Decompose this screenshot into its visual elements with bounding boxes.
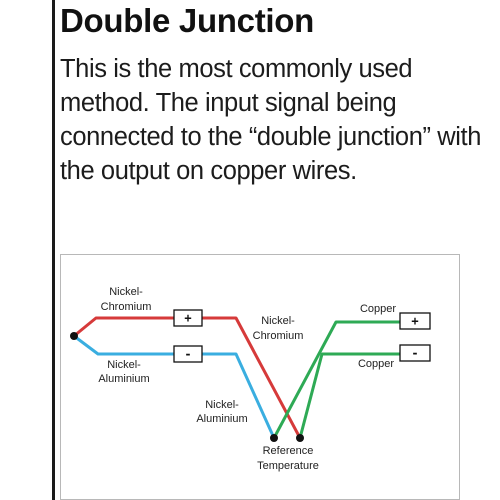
svg-text:+: + bbox=[184, 311, 191, 325]
label-reference-temperature-line1: Reference bbox=[263, 445, 314, 457]
label-nickel-chromium-mid-line2: Chromium bbox=[253, 330, 304, 342]
right-minus-terminal: - bbox=[399, 344, 431, 362]
label-nickel-aluminium-mid-line2: Aluminium bbox=[196, 413, 247, 425]
double-junction-diagram: + - + - Nickel- Chromium Nickel- Alumini… bbox=[60, 254, 460, 500]
label-reference-temperature-line2: Temperature bbox=[257, 460, 319, 472]
left-plus-terminal: + bbox=[173, 309, 203, 327]
label-nickel-aluminium-left-line2: Aluminium bbox=[98, 373, 149, 385]
label-nickel-chromium-left-line2: Chromium bbox=[101, 301, 152, 313]
label-nickel-aluminium-mid-line1: Nickel- bbox=[205, 399, 239, 411]
label-nickel-chromium-left-line1: Nickel- bbox=[109, 286, 143, 298]
label-nickel-aluminium-left-line1: Nickel- bbox=[107, 359, 141, 371]
nickel-aluminium-wire-left bbox=[73, 334, 174, 356]
diagram-frame bbox=[60, 254, 460, 500]
copper-wire-top bbox=[272, 320, 400, 439]
svg-text:-: - bbox=[184, 347, 191, 361]
copper-wire-bottom bbox=[298, 352, 400, 439]
nickel-chromium-wire-mid bbox=[202, 316, 302, 439]
left-border-rule bbox=[52, 0, 55, 500]
reference-junction-dot-left bbox=[270, 434, 278, 442]
right-plus-terminal: + bbox=[399, 312, 431, 330]
nickel-chromium-wire-left bbox=[73, 316, 174, 338]
reference-junction-dot-right bbox=[296, 434, 304, 442]
page-title: Double Junction bbox=[60, 2, 314, 39]
label-nickel-chromium-mid-line1: Nickel- bbox=[261, 315, 295, 327]
label-copper-bottom: Copper bbox=[358, 358, 394, 370]
left-minus-terminal: - bbox=[173, 345, 203, 363]
body-paragraph: This is the most commonly used method. T… bbox=[60, 55, 482, 185]
label-copper-top: Copper bbox=[360, 303, 396, 315]
measuring-junction-dot bbox=[70, 332, 78, 340]
nickel-aluminium-wire-mid bbox=[202, 352, 276, 439]
svg-text:-: - bbox=[411, 346, 418, 360]
svg-text:+: + bbox=[411, 314, 418, 328]
